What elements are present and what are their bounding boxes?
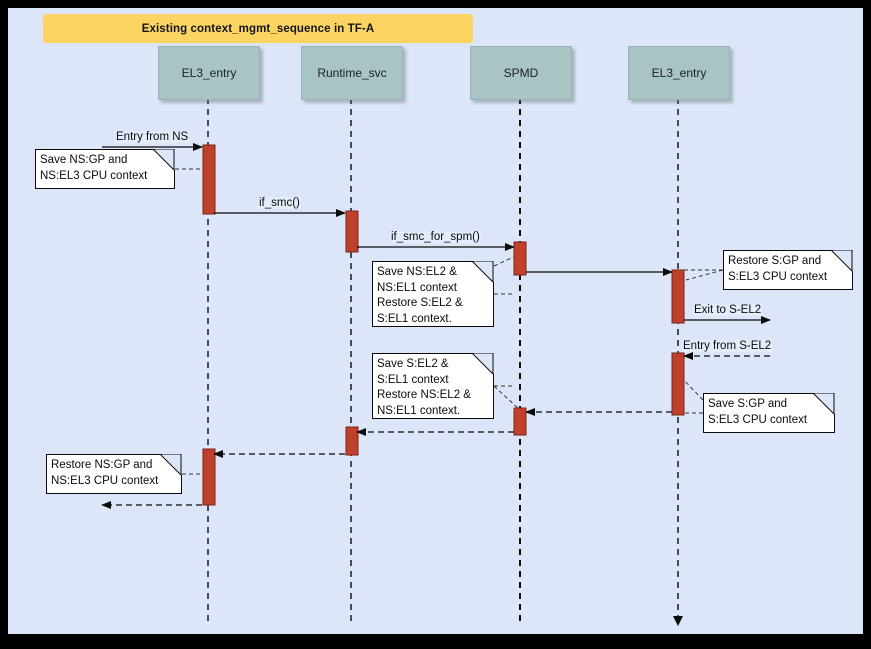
participant-label: Runtime_svc	[317, 66, 387, 80]
note-fold-corner-icon	[814, 393, 835, 414]
participant-box-3[interactable]: SPMD	[470, 46, 572, 100]
diagram-title: Existing context_mgmt_sequence in TF-A	[141, 22, 375, 35]
participant-label: EL3_entry	[181, 66, 237, 80]
note-line: Restore S:GP and	[728, 255, 822, 267]
participant-box-4[interactable]: EL3_entry	[628, 46, 730, 100]
note-connector-n4	[493, 385, 521, 411]
note-fold-edge	[812, 392, 835, 415]
note-line: S:EL3 CPU context	[708, 413, 808, 426]
diagram-vector-layer	[101, 98, 771, 626]
note-line: NS:EL1 context	[377, 281, 457, 294]
note-fold-corner-icon	[161, 454, 182, 475]
message-label-m1: Entry from NS	[115, 131, 190, 143]
participant-label: EL3_entry	[651, 66, 707, 80]
note-line: NS:EL1 context.	[377, 404, 461, 417]
lifeline-end-arrow	[673, 616, 683, 626]
note-connector-n3	[685, 269, 724, 281]
message-label-m6: Entry from S-EL2	[682, 340, 773, 352]
note-fold-edge	[830, 249, 853, 272]
participant-box-1[interactable]: EL3_entry	[158, 46, 260, 100]
note-connector-lines	[175, 168, 724, 475]
note-line: Save S:EL2 &	[377, 358, 449, 370]
message-label-m3: if_smc_for_spm()	[390, 231, 481, 243]
note-fold-corner-icon	[832, 250, 853, 271]
note-fold-corner-icon	[154, 149, 175, 170]
diagram-title-banner: Existing context_mgmt_sequence in TF-A	[43, 14, 473, 43]
note-line: Save NS:GP and	[40, 154, 128, 166]
activation-bar	[202, 448, 216, 506]
participant-box-2[interactable]: Runtime_svc	[301, 46, 403, 100]
note-fold-corner-icon	[473, 353, 494, 374]
note-fold-edge	[159, 453, 182, 476]
note-fold-edge	[471, 260, 494, 283]
note-line: Restore NS:EL2 &	[377, 389, 471, 401]
activation-bar	[345, 210, 359, 253]
activation-bar	[513, 241, 527, 276]
sequence-diagram-surface: Existing context_mgmt_sequence in TF-A E…	[8, 8, 863, 634]
activation-bar	[345, 426, 359, 456]
note-line: S:EL1 context.	[377, 312, 452, 325]
note-fold-edge	[471, 352, 494, 375]
activation-bar	[671, 269, 685, 324]
note-line: Save S:GP and	[708, 398, 788, 410]
note-connector-n5	[679, 375, 704, 401]
note-line: Restore S:EL2 &	[377, 297, 463, 309]
note-fold-corner-icon	[473, 261, 494, 282]
message-label-m2: if_smc()	[258, 197, 301, 209]
note-line: Save NS:EL2 &	[377, 266, 457, 278]
message-arrows	[101, 143, 771, 509]
activation-bars	[202, 144, 685, 506]
note-line: NS:EL3 CPU context	[40, 169, 148, 182]
note-line: NS:EL3 CPU context	[51, 474, 159, 487]
activation-bar	[671, 352, 685, 416]
participant-label: SPMD	[503, 66, 539, 80]
note-line: S:EL1 context	[377, 373, 449, 386]
activation-bar	[513, 407, 527, 436]
note-fold-edge	[152, 148, 175, 171]
message-label-m5: Exit to S-EL2	[693, 304, 763, 316]
note-line: Restore NS:GP and	[51, 459, 153, 471]
activation-bar	[202, 144, 216, 215]
note-line: S:EL3 CPU context	[728, 270, 828, 283]
